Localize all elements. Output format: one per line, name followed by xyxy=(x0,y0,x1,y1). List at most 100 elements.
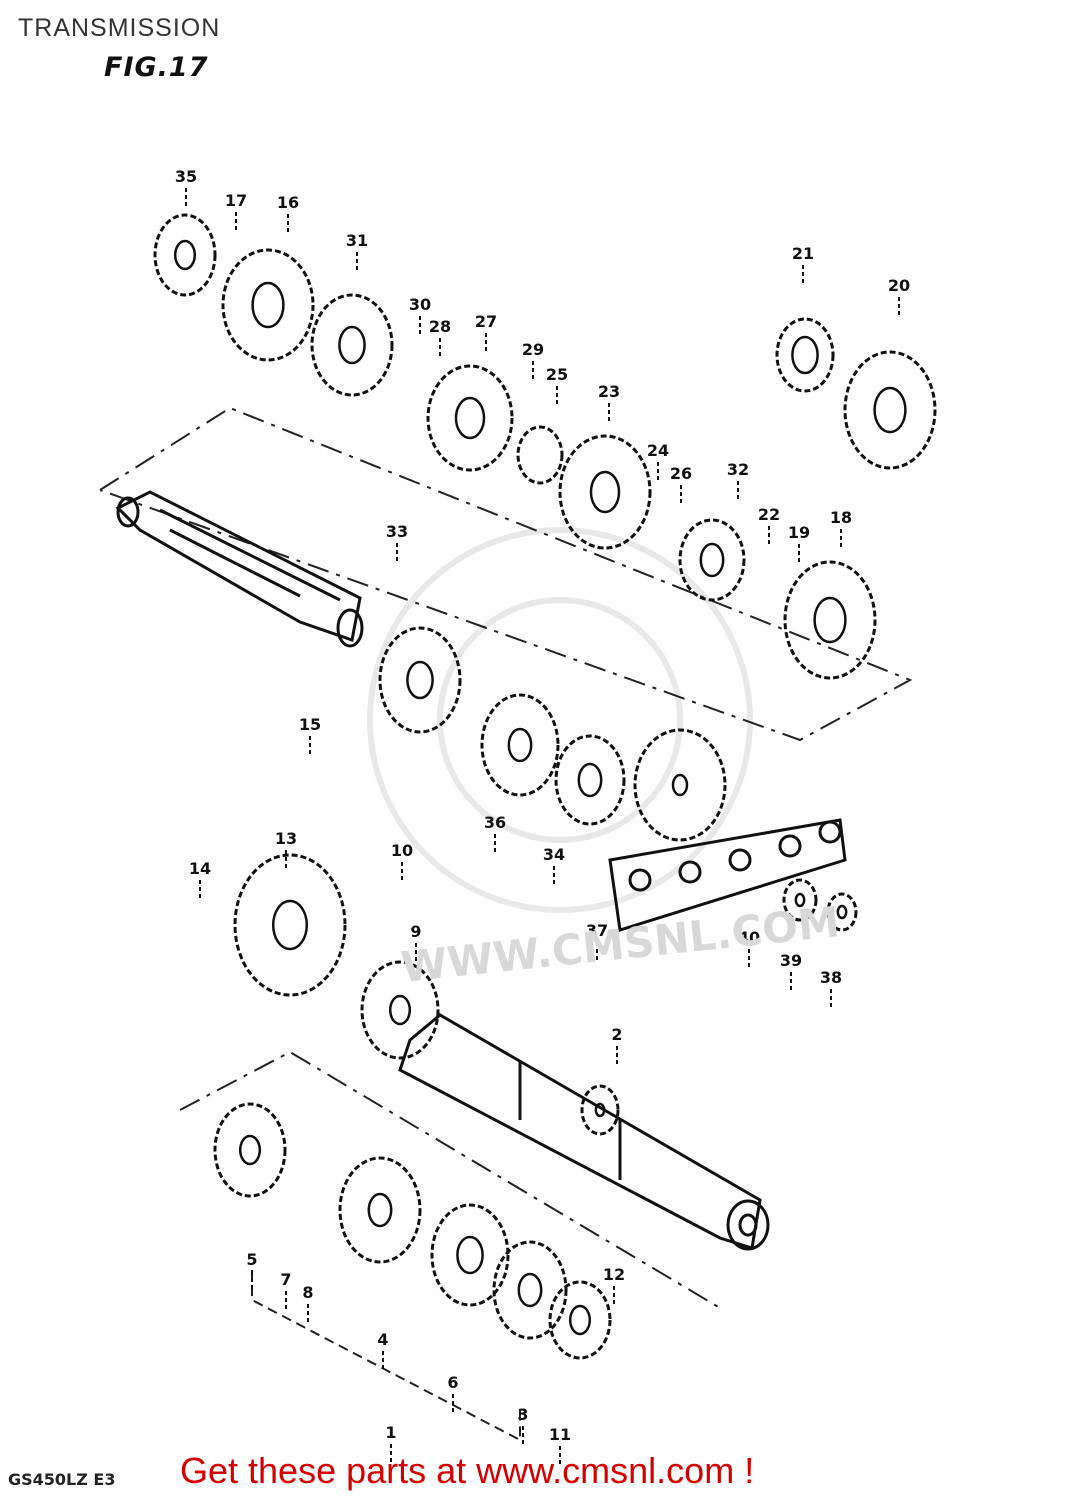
callout-label-39: 39 xyxy=(780,951,802,970)
callout-label-26: 26 xyxy=(670,464,692,483)
gear-outline xyxy=(843,350,937,470)
gear-bore xyxy=(794,892,806,908)
callout-label-40: 40 xyxy=(738,928,760,947)
callout-label-28: 28 xyxy=(429,317,451,336)
gear-outline xyxy=(775,317,835,393)
callout-label-2: 2 xyxy=(611,1025,622,1044)
gear-outline xyxy=(480,693,560,797)
gear-bore xyxy=(456,1235,484,1275)
gear-part xyxy=(554,734,626,826)
gear-outline xyxy=(430,1203,510,1307)
callout-label-17: 17 xyxy=(225,191,247,210)
callout-label-20: 20 xyxy=(888,276,910,295)
gear-outline xyxy=(153,213,217,297)
gear-bore xyxy=(454,396,486,440)
footer-cta-link[interactable]: Get these parts at www.cmsnl.com ! xyxy=(180,1450,755,1491)
callout-label-13: 13 xyxy=(275,829,297,848)
countershaft-outline xyxy=(99,406,913,742)
gear-outline xyxy=(678,518,746,602)
callout-label-7: 7 xyxy=(280,1270,291,1289)
gear-bore xyxy=(251,281,285,329)
watermark-logo xyxy=(367,527,753,913)
callout-label-30: 30 xyxy=(409,295,431,314)
gear-part xyxy=(548,1280,612,1360)
gear-part xyxy=(213,1102,287,1198)
gear-part xyxy=(492,1240,568,1340)
gear-bore xyxy=(568,1304,592,1336)
gear-part xyxy=(426,364,514,472)
callout-label-22: 22 xyxy=(758,505,780,524)
callout-label-34: 34 xyxy=(543,845,565,864)
callout-label-18: 18 xyxy=(830,508,852,527)
callout-label-35: 35 xyxy=(175,167,197,186)
callout-label-6: 6 xyxy=(447,1373,458,1392)
gear-outline xyxy=(378,626,462,734)
gear-outline xyxy=(554,734,626,826)
gear-outline xyxy=(548,1280,612,1360)
gear-outline xyxy=(233,853,347,997)
gear-bore xyxy=(699,542,725,578)
callout-label-9: 9 xyxy=(410,922,421,941)
gear-part xyxy=(580,1084,620,1136)
gear-bore xyxy=(507,727,533,763)
callout-label-24: 24 xyxy=(647,441,669,460)
gear-outline xyxy=(213,1102,287,1198)
callout-label-10: 10 xyxy=(391,841,413,860)
callout-label-12: 12 xyxy=(603,1265,625,1284)
gear-bore xyxy=(406,660,434,700)
callout-label-38: 38 xyxy=(820,968,842,987)
callout-label-32: 32 xyxy=(727,460,749,479)
gear-part xyxy=(338,1156,422,1264)
gear-bore xyxy=(594,1102,606,1118)
gear-part xyxy=(633,728,727,842)
gear-part xyxy=(480,693,560,797)
gear-bore xyxy=(517,1272,543,1308)
gear-part xyxy=(430,1203,510,1307)
gear-part xyxy=(782,878,818,922)
gear-part xyxy=(221,248,315,362)
gear-bore xyxy=(238,1134,262,1166)
gear-outline xyxy=(492,1240,568,1340)
gear-bore xyxy=(671,773,689,797)
callout-label-14: 14 xyxy=(189,859,211,878)
gear-outline xyxy=(783,560,877,680)
callout-label-16: 16 xyxy=(277,193,299,212)
gear-outline xyxy=(516,425,564,485)
gear-bore xyxy=(589,470,621,514)
callout-label-19: 19 xyxy=(788,523,810,542)
gear-outline xyxy=(558,434,652,550)
gear-bore xyxy=(813,596,847,644)
gear-outline xyxy=(338,1156,422,1264)
gear-outline xyxy=(221,248,315,362)
gear-outline xyxy=(826,892,858,932)
gear-outline xyxy=(360,960,440,1060)
callout-label-15: 15 xyxy=(299,715,321,734)
gear-part xyxy=(360,960,440,1060)
page-title: TRANSMISSION xyxy=(18,14,221,42)
gear-outline xyxy=(310,293,394,397)
gear-outline xyxy=(426,364,514,472)
gear-bore xyxy=(271,899,309,951)
gear-part xyxy=(153,213,217,297)
callout-label-27: 27 xyxy=(475,312,497,331)
gear-bore xyxy=(338,325,366,365)
gear-part xyxy=(558,434,652,550)
callout-label-36: 36 xyxy=(484,813,506,832)
callout-label-37: 37 xyxy=(586,921,608,940)
callout-label-5: 5 xyxy=(246,1250,257,1269)
drive-chain xyxy=(608,818,847,932)
gear-group xyxy=(153,213,937,1360)
gear-outline xyxy=(782,878,818,922)
gear-bore xyxy=(577,762,603,798)
callout-label-25: 25 xyxy=(546,365,568,384)
callout-label-3: 3 xyxy=(517,1405,528,1424)
driveshaft xyxy=(398,1013,770,1251)
gear-part xyxy=(783,560,877,680)
callout-label-23: 23 xyxy=(598,382,620,401)
driveshaft-bracket xyxy=(251,1270,521,1442)
countershaft xyxy=(115,490,364,648)
gear-bore xyxy=(173,239,197,271)
callout-label-33: 33 xyxy=(386,522,408,541)
